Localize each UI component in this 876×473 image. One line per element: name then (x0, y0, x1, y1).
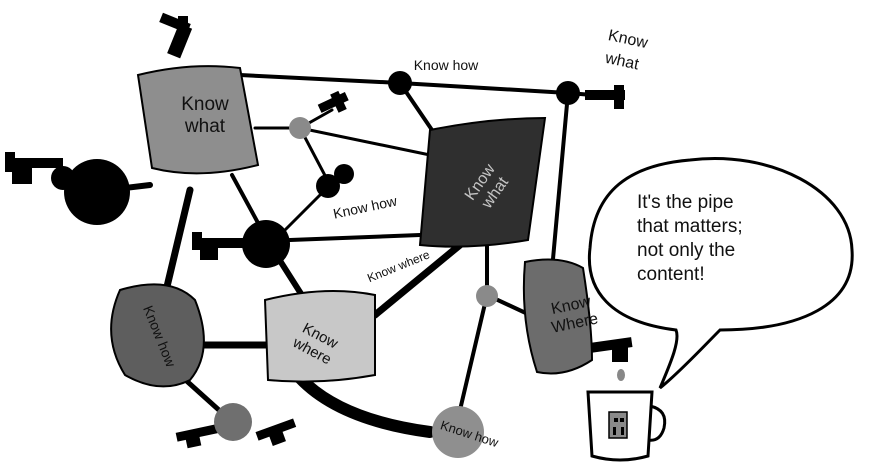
junction-node (334, 164, 354, 184)
pipe (371, 241, 464, 319)
tap-icon (255, 418, 297, 446)
junction-node (388, 71, 412, 95)
know-what-center-node (418, 116, 547, 248)
speech-bubble (587, 157, 854, 390)
pipe-curved (294, 372, 436, 438)
pipe-network (122, 73, 607, 438)
tap-icon (585, 85, 625, 109)
know-what-node (136, 65, 260, 175)
speech-bubble-line-2: that matters; (637, 216, 743, 237)
tap-icon (317, 90, 349, 113)
edge-label-know-what-line2: what (603, 50, 641, 74)
pipe (458, 293, 489, 412)
tap-icon (175, 423, 223, 449)
speech-bubble-line-3: not only the (637, 240, 735, 261)
water-drop (617, 369, 625, 381)
tap-icon (589, 337, 633, 362)
pipe (550, 91, 570, 272)
junction-node (316, 174, 340, 198)
cup-icon (586, 390, 667, 462)
tap-icon (5, 152, 63, 184)
pipe (298, 126, 432, 157)
junction-node (51, 166, 75, 190)
pipe (398, 81, 570, 95)
pipe (161, 186, 194, 299)
junction-node (556, 81, 580, 105)
know-where-right-node (522, 258, 594, 375)
junction-node (242, 220, 290, 268)
tap-icon (159, 12, 193, 59)
pipe (238, 73, 402, 85)
junction-node (432, 406, 484, 458)
junction-node (476, 285, 498, 307)
edge-label-know-how-top: Know how (414, 57, 479, 73)
junction-node (289, 117, 311, 139)
speech-bubble-line-4: content! (637, 264, 705, 285)
junction-node (64, 159, 130, 225)
pipe (288, 233, 422, 242)
edge-label-know-what-line1: Know (607, 27, 650, 52)
edge-label-know-how-mid: Know how (332, 192, 399, 221)
tap-icon (192, 232, 247, 260)
junction-node (214, 403, 252, 441)
speech-bubble-line-1: It's the pipe (637, 192, 734, 213)
know-where-center-node (263, 290, 376, 383)
know-how-left-node (110, 283, 205, 388)
